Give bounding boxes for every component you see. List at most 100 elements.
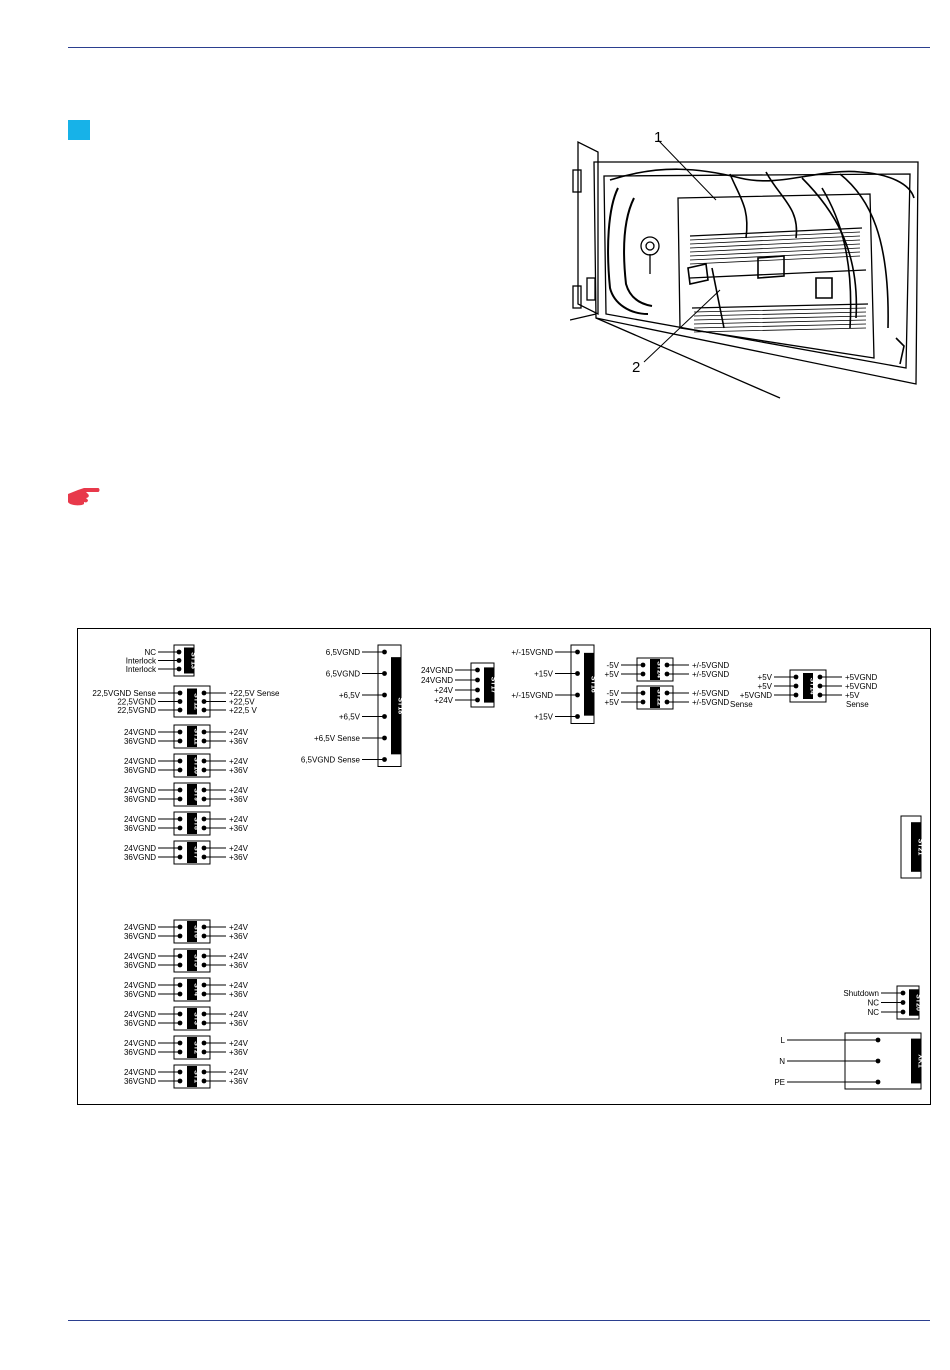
label-left-st20-2: NC: [867, 1008, 879, 1017]
label-right-st7-0: +24V: [229, 844, 249, 853]
label-left-st3-1: 36VGND: [124, 1019, 156, 1028]
pin-right-st3-0: [201, 1011, 207, 1017]
pointing-hand-icon: [68, 488, 100, 506]
label-left-st10-0: 24VGND: [124, 757, 156, 766]
label-right-st14-2: +5V: [845, 691, 860, 700]
pin-left-st18-5: [382, 757, 387, 762]
label-left-st18-1: 6,5VGND: [326, 670, 360, 679]
label-left-st14-1: +5V: [758, 682, 773, 691]
pin-left-st1-1: [177, 1078, 183, 1084]
label-left-st18-5: 6,5VGND Sense: [301, 756, 361, 765]
connector-name-st14: ST14: [809, 678, 816, 695]
pin-left-st3-0: [177, 1011, 183, 1017]
connector-label-strip-st22: [650, 687, 660, 708]
label-left-st6-1: 36VGND: [124, 932, 156, 941]
connector-name-st3: ST3: [193, 1012, 200, 1025]
label-right-st12-2: +22,5 V: [229, 706, 257, 715]
label-right-st11-0: +24V: [229, 728, 249, 737]
pin-right-st9-0: [201, 787, 207, 793]
pin-left-st12-2: [177, 707, 183, 713]
connector-name-st2: ST2: [193, 1041, 200, 1054]
pin-left-st5-0: [177, 953, 183, 959]
pin-right-st10-1: [201, 767, 207, 773]
pin-left-st3-1: [177, 1020, 183, 1026]
label-left-st14-0: +5V: [758, 673, 773, 682]
connector-name-st16: ST16: [590, 676, 597, 693]
pin-left-st14-2: [793, 692, 799, 698]
pin-left-st18-0: [382, 649, 387, 655]
label-left-st13-0: NC: [144, 648, 156, 657]
connector-name-st12: ST12: [193, 693, 200, 710]
label-right-st6-1: +36V: [229, 932, 249, 941]
pin-right-st22-0: [664, 690, 670, 696]
label-left-st16-0: +/-15VGND: [511, 648, 553, 657]
label-right-st10-1: +36V: [229, 766, 249, 775]
pin-left-st13-0: [176, 649, 182, 655]
label-right-st3-0: +24V: [229, 1010, 249, 1019]
pin-left-st17-2: [475, 687, 480, 693]
pin-right-st6-1: [201, 933, 207, 939]
pin-right-st2-1: [201, 1049, 207, 1055]
label-left-st9-1: 36VGND: [124, 795, 156, 804]
connector-label-strip-st8: [187, 813, 197, 834]
label-left-st17-1: 24VGND: [421, 676, 453, 685]
connector-name-st1: ST1: [193, 1070, 200, 1083]
pin-right-st9-1: [201, 796, 207, 802]
label-left-st1-1: 36VGND: [124, 1077, 156, 1086]
connector-label-strip-st20: [909, 989, 919, 1016]
pin-right-st14-2: [817, 692, 823, 698]
callout-1: 1: [654, 129, 662, 146]
label-left-st20-0: Shutdown: [843, 989, 879, 998]
pin-left-st9-0: [177, 787, 183, 793]
connector-label-strip-st5: [187, 950, 197, 971]
connector-label-strip-st7: [187, 842, 197, 863]
pin-left-st20-1: [900, 1000, 906, 1005]
label-right-st4-0: +24V: [229, 981, 249, 990]
label-right-st1-1: +36V: [229, 1077, 249, 1086]
connector-name-st10: ST10: [193, 757, 200, 774]
label-left-st11-1: 36VGND: [124, 737, 156, 746]
connector-name-st22: ST22: [656, 689, 663, 706]
pin-right-st5-0: [201, 953, 207, 959]
connector-label-strip-st24: [650, 659, 660, 680]
label-left-st16-3: +15V: [534, 713, 554, 722]
label-left-st5-1: 36VGND: [124, 961, 156, 970]
label-right-st10-0: +24V: [229, 757, 249, 766]
pin-left-st13-1: [176, 658, 182, 663]
footer-rule: [68, 1320, 930, 1321]
label-right-st22-1: +/-5VGND: [692, 698, 729, 707]
pin-right-st4-1: [201, 991, 207, 997]
label-left-st17-3: +24V: [434, 696, 454, 705]
label-left-st4-0: 24VGND: [124, 981, 156, 990]
connector-name-st9: ST9: [193, 788, 200, 801]
connector-name-st13: ST13: [190, 652, 197, 669]
label-right-st14-1: +5VGND: [845, 682, 877, 691]
pin-left-st7-0: [177, 845, 183, 851]
pin-left-st17-3: [475, 697, 480, 703]
label-left-st2-1: 36VGND: [124, 1048, 156, 1057]
pin-left-st12-1: [177, 699, 183, 704]
label-right-st12-0: +22,5V Sense: [229, 689, 280, 698]
label-left-st24-1: +5V: [605, 670, 620, 679]
connector-name-st8: ST8: [193, 817, 200, 830]
connector-label-strip-st2: [187, 1037, 197, 1058]
pin-right-st22-1: [664, 699, 670, 705]
label-left-st9-0: 24VGND: [124, 786, 156, 795]
pin-right-st12-2: [201, 707, 207, 713]
label-right-st1-0: +24V: [229, 1068, 249, 1077]
connector-label-strip-st21: [911, 822, 921, 872]
label-left-st12-1: 22,5VGND: [117, 698, 156, 707]
pin-left-xk1-1: [875, 1058, 881, 1064]
label-right-st24-0: +/-5VGND: [692, 661, 729, 670]
pin-left-st10-1: [177, 767, 183, 773]
pin-right-st8-0: [201, 816, 207, 822]
pin-left-st22-0: [640, 690, 646, 696]
connector-label-strip-st6: [187, 921, 197, 942]
pin-left-st24-0: [640, 662, 646, 668]
label-right-st14-0: +5VGND: [845, 673, 877, 682]
label-left-st4-1: 36VGND: [124, 990, 156, 999]
connector-name-st5: ST5: [193, 954, 200, 967]
label-left-st7-0: 24VGND: [124, 844, 156, 853]
label-left-st18-3: +6,5V: [339, 713, 361, 722]
connector-name-st7: ST7: [193, 846, 200, 859]
